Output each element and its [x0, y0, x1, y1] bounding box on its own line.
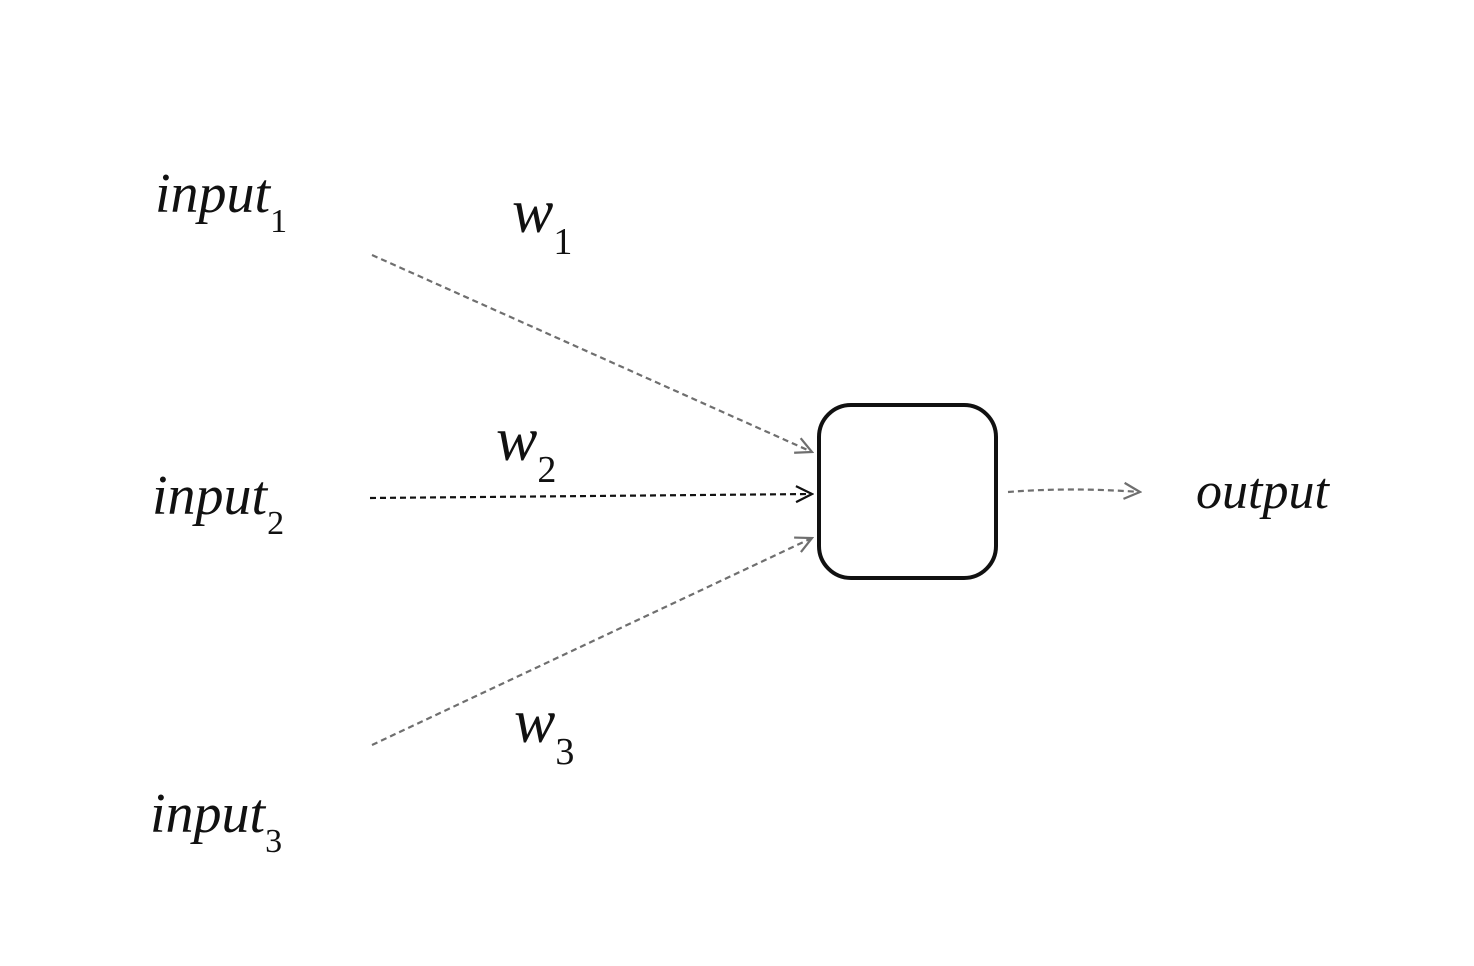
edge-input1-to-node: [371, 253, 812, 452]
input-label-1: input1: [155, 163, 287, 240]
edge-input3-to-node: [371, 538, 812, 746]
output-label: output: [1196, 463, 1330, 520]
weight-label-1: w1: [512, 178, 572, 263]
edge-input2-to-node: [369, 494, 812, 498]
input-label-2: input2: [152, 465, 284, 542]
neuron-node: [817, 403, 998, 580]
edge-node-to-output: [1007, 490, 1140, 493]
weight-label-2: w2: [496, 406, 556, 491]
input-label-3: input3: [150, 783, 282, 860]
weight-label-3: w3: [514, 688, 574, 773]
